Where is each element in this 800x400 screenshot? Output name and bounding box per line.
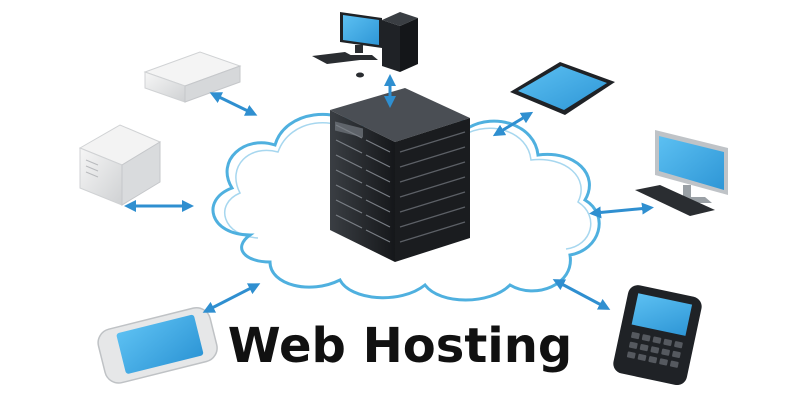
monitor-keyboard-icon	[635, 130, 728, 216]
tower-server-icon	[78, 124, 162, 206]
desktop-computer-icon	[312, 12, 418, 78]
arrow-appliance	[209, 92, 258, 116]
server-rack-icon	[330, 88, 470, 262]
smartphone-keyboard-icon	[613, 285, 702, 386]
arrow-tablet	[492, 111, 534, 137]
arrow-smartphone-keyboard	[552, 279, 611, 310]
arrow-monitor	[589, 202, 654, 219]
tablet-icon	[510, 62, 615, 115]
connection-arrows	[124, 74, 654, 313]
page-title: Web Hosting	[227, 318, 573, 374]
arrow-smartphone	[202, 283, 261, 313]
smartphone-icon	[97, 306, 218, 384]
network-appliance-icon	[143, 51, 242, 103]
